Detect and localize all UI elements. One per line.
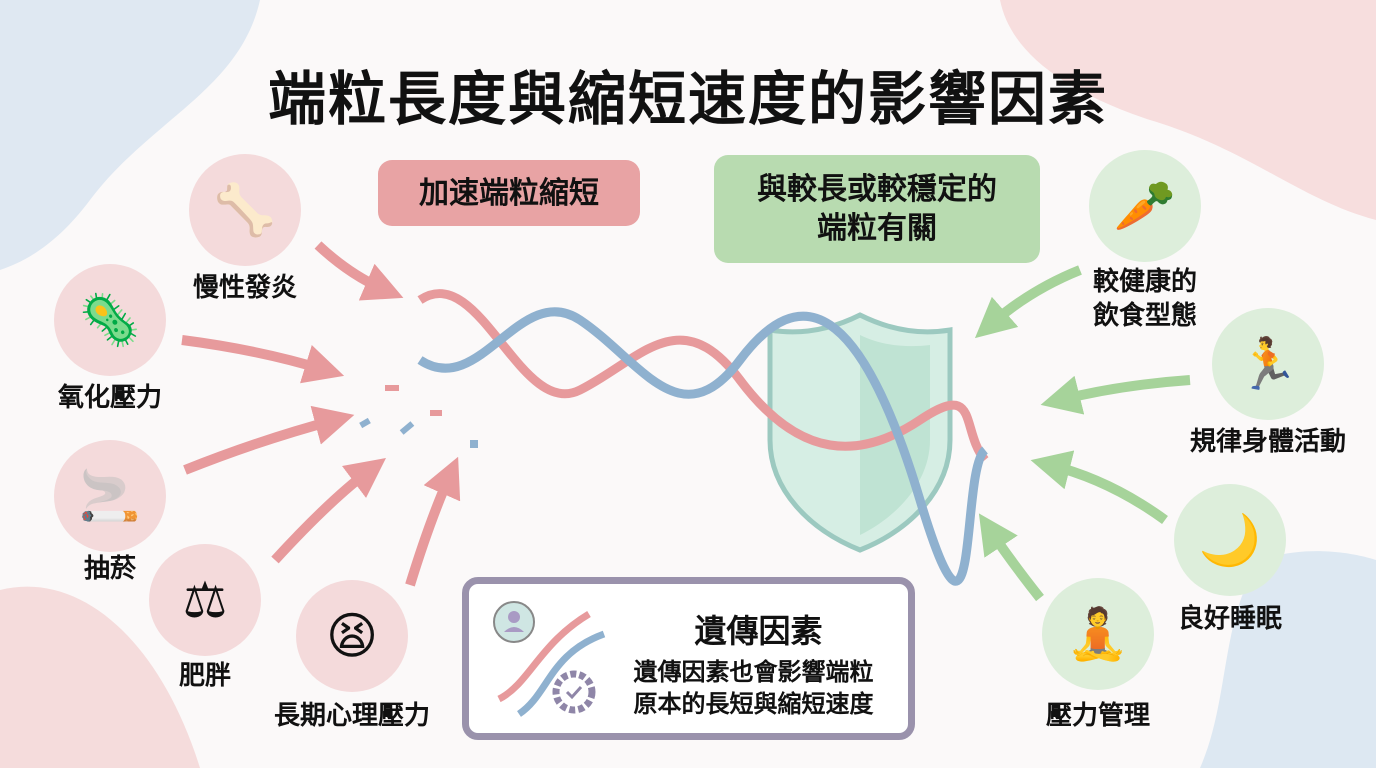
runner-icon: 🏃: [1212, 308, 1324, 420]
page-title: 端粒長度與縮短速度的影響因素: [267, 65, 1108, 133]
genetics-text: 遺傳因素也會影響端粒 原本的長短與縮短速度: [609, 656, 898, 721]
factor-oxidative-stress: 氧化壓力: [57, 383, 163, 413]
factor-physical-activity: 規律身體活動: [1189, 427, 1347, 457]
red-arrows: [181, 241, 461, 587]
factor-chronic-inflammation: 慢性發炎: [192, 273, 298, 303]
accelerate-text: 加速端粒縮短: [419, 175, 599, 211]
factor-smoking: 抽菸: [83, 554, 137, 584]
protective-label: 與較長或較穩定的 端粒有關: [714, 155, 1040, 263]
vegetables-fish-icon: 🥕: [1089, 150, 1201, 262]
moon-sleep-icon: 🌙: [1174, 484, 1286, 596]
factor-good-sleep: 良好睡眠: [1177, 604, 1283, 634]
stressed-person-cloud-icon: 😫: [296, 580, 408, 692]
scale-person-icon: ⚖: [149, 544, 261, 656]
dna-fragments: [359, 385, 478, 448]
genetics-box: 遺傳因素 遺傳因素也會影響端粒 原本的長短與縮短速度: [462, 577, 915, 740]
factor-obesity: 肥胖: [178, 661, 232, 691]
green-arrows: [974, 265, 1191, 602]
dna-helix-icon: [417, 289, 989, 586]
accelerate-shortening-label: 加速端粒縮短: [378, 160, 640, 226]
genetics-dna-gear-icon: [493, 601, 606, 717]
factor-chronic-stress: 長期心理壓力: [273, 701, 431, 731]
meditation-icon: 🧘: [1042, 578, 1154, 690]
inflamed-joint-icon: 🦴: [189, 154, 301, 266]
genetics-text-line2: 原本的長短與縮短速度: [633, 690, 874, 719]
healthy-diet-line2: 飲食型態: [1092, 300, 1198, 331]
protective-text-line1: 與較長或較穩定的: [757, 172, 997, 207]
genetics-text-line1: 遺傳因素也會影響端粒: [633, 658, 874, 686]
factor-stress-management: 壓力管理: [1045, 701, 1151, 731]
free-radical-cells-icon: 🦠: [54, 264, 166, 376]
cigarette-icon: 🚬: [54, 440, 166, 552]
protective-text-line2: 端粒有關: [817, 211, 937, 246]
factor-healthy-diet: 較健康的 飲食型態: [1093, 266, 1197, 334]
healthy-diet-line1: 較健康的: [1092, 267, 1198, 297]
genetics-title: 遺傳因素: [694, 612, 823, 650]
